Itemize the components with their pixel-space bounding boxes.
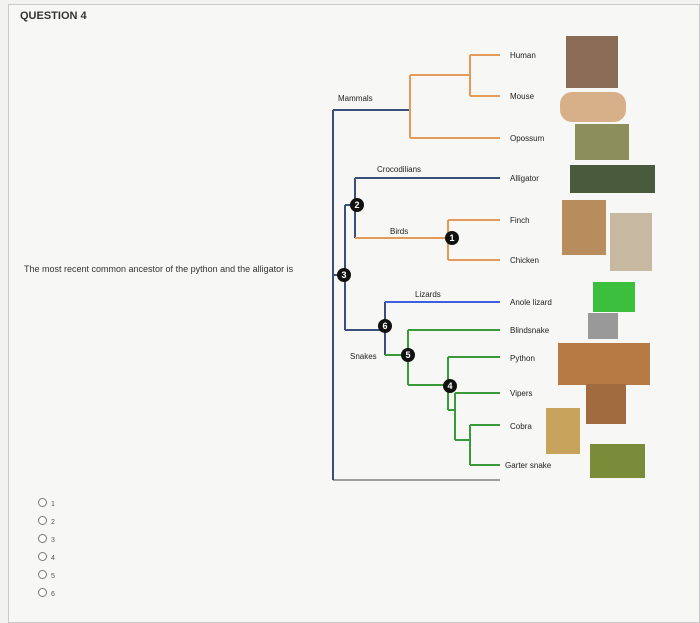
human-photo — [566, 36, 618, 88]
radio-button[interactable] — [38, 587, 47, 597]
option-3[interactable]: 3 — [38, 530, 55, 546]
finch-photo — [562, 200, 606, 255]
radio-button[interactable] — [38, 497, 47, 507]
option-4[interactable]: 4 — [38, 548, 55, 564]
radio-button[interactable] — [38, 515, 47, 525]
taxon-label: Alligator — [510, 174, 539, 183]
clade-label-snakes: Snakes — [350, 352, 377, 361]
taxon-label: Vipers — [510, 389, 533, 398]
anole-lizard-photo — [593, 282, 635, 312]
option-label: 5 — [51, 572, 55, 580]
svg-text:1: 1 — [449, 233, 454, 243]
taxon-label: Mouse — [510, 92, 535, 101]
option-label: 3 — [51, 536, 55, 544]
clade-label-crocodilians: Crocodilians — [377, 165, 421, 174]
node-marker: 6 — [378, 319, 392, 333]
taxon-label: Human — [510, 51, 536, 60]
option-label: 6 — [51, 590, 55, 598]
mouse-photo — [560, 92, 626, 122]
option-1[interactable]: 1 — [38, 494, 55, 510]
cobra-photo — [546, 408, 580, 454]
question-text: The most recent common ancestor of the p… — [24, 264, 294, 274]
branch-python-group — [408, 356, 500, 466]
taxon-label: Cobra — [510, 422, 532, 431]
svg-text:6: 6 — [382, 321, 387, 331]
branch-crocodilians — [354, 177, 500, 238]
branch-human-mouse — [469, 54, 500, 97]
node-marker: 2 — [350, 198, 364, 212]
svg-text:5: 5 — [405, 350, 410, 360]
viper-photo — [586, 384, 626, 424]
alligator-photo — [570, 165, 655, 193]
branch-birds — [355, 219, 500, 261]
python-photo — [558, 343, 650, 385]
clade-label-mammals: Mammals — [338, 94, 373, 103]
taxon-label: Garter snake — [505, 461, 552, 470]
clade-label-lizards: Lizards — [415, 290, 441, 299]
option-label: 1 — [51, 500, 55, 508]
taxon-label: Opossum — [510, 134, 545, 143]
node-marker: 1 — [445, 231, 459, 245]
branch-mammals-internal — [409, 74, 500, 139]
node-marker: 5 — [401, 348, 415, 362]
radio-button[interactable] — [38, 533, 47, 543]
option-label: 4 — [51, 554, 55, 562]
svg-text:2: 2 — [354, 200, 359, 210]
taxon-label: Python — [510, 354, 535, 363]
svg-text:3: 3 — [341, 270, 346, 280]
taxon-label: Chicken — [510, 256, 539, 265]
branch-archosaurs — [344, 204, 355, 330]
option-label: 2 — [51, 518, 55, 526]
answer-options: 1 2 3 4 5 6 — [38, 494, 55, 602]
clade-label-birds: Birds — [390, 227, 408, 236]
node-marker: 4 — [443, 379, 457, 393]
chicken-photo — [610, 213, 652, 271]
taxon-label: Anole lizard — [510, 298, 552, 307]
option-5[interactable]: 5 — [38, 566, 55, 582]
garter-snake-photo — [590, 444, 645, 478]
taxon-label: Blindsnake — [510, 326, 550, 335]
taxon-label: Finch — [510, 216, 530, 225]
option-2[interactable]: 2 — [38, 512, 55, 528]
node-marker: 3 — [337, 268, 351, 282]
blindsnake-photo — [588, 313, 618, 339]
option-6[interactable]: 6 — [38, 584, 55, 600]
radio-button[interactable] — [38, 569, 47, 579]
radio-button[interactable] — [38, 551, 47, 561]
opossum-photo — [575, 124, 629, 160]
svg-text:4: 4 — [447, 381, 452, 391]
question-title: QUESTION 4 — [20, 10, 87, 22]
